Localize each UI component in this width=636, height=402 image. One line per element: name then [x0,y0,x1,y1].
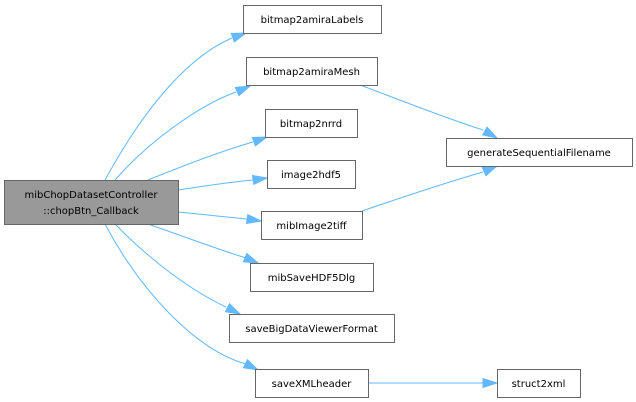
node-box[interactable] [250,263,374,292]
node-struct2xml[interactable]: struct2xml [497,369,581,398]
node-mibImage2tiff[interactable]: mibImage2tiff [261,211,363,240]
node-box[interactable] [267,160,356,189]
arrowhead-icon [234,85,252,97]
node-label: saveBigDataViewerFormat [245,324,378,335]
node-label: bitmap2amiraMesh [263,67,360,78]
edge-root-to-mibSaveHDF5Dlg [147,223,260,264]
node-box[interactable] [246,57,378,86]
edge-root-to-bitmap2amiraLabels [104,32,248,181]
edge-root-to-bitmap2nrrd [147,136,269,181]
arrowhead-icon [242,358,260,371]
node-box[interactable] [243,5,382,34]
edge-root-to-saveBigDataViewerFormat [114,223,242,315]
edge-line [177,179,254,191]
edge-line [147,223,247,259]
edge-line [147,141,254,181]
arrowhead-icon [251,136,269,147]
arrowhead-icon [242,252,260,264]
node-label: saveXMLheader [272,379,353,390]
node-label: bitmap2amiraLabels [261,15,364,26]
edge-root-to-image2hdf5 [177,174,269,191]
edges-layer [104,32,499,389]
node-bitmap2nrrd[interactable]: bitmap2nrrd [265,109,358,138]
node-label: bitmap2nrrd [280,119,342,130]
node-label: generateSequentialFilename [467,148,611,159]
node-label: mibChopDatasetController [24,190,158,201]
node-box[interactable] [255,369,369,398]
edge-saveXMLheader-to-struct2xml [368,377,499,389]
arrowhead-icon [482,377,499,389]
node-box[interactable] [265,109,358,138]
node-label: mibSaveHDF5Dlg [268,273,356,284]
arrowhead-icon [481,165,499,177]
edge-root-to-mibImage2tiff [177,211,263,225]
node-box[interactable] [4,180,179,225]
edge-mibImage2tiff-to-generateSequentialFilename [361,165,499,212]
node-generateSequentialFilename[interactable]: generateSequentialFilename [446,138,633,167]
edge-line [177,211,248,220]
edge-root-to-saveXMLheader [104,223,260,371]
node-saveBigDataViewerFormat[interactable]: saveBigDataViewerFormat [229,314,395,343]
edge-root-to-bitmap2amiraMesh [114,85,252,181]
root-node[interactable]: mibChopDatasetController::chopBtn_Callba… [4,180,179,225]
edge-line [104,223,247,365]
nodes-layer: mibChopDatasetController::chopBtn_Callba… [4,5,633,398]
arrowhead-icon [251,174,269,186]
node-mibSaveHDF5Dlg[interactable]: mibSaveHDF5Dlg [250,263,374,292]
node-box[interactable] [261,211,363,240]
edge-bitmap2amiraMesh-to-generateSequentialFilename [359,84,499,139]
node-label: mibImage2tiff [276,221,347,232]
node-saveXMLheader[interactable]: saveXMLheader [255,369,369,398]
node-box[interactable] [497,369,581,398]
edge-line [104,37,233,181]
arrowhead-icon [481,126,499,139]
node-label: ::chopBtn_Callback [43,206,139,217]
node-image2hdf5[interactable]: image2hdf5 [267,160,356,189]
node-bitmap2amiraMesh[interactable]: bitmap2amiraMesh [246,57,378,86]
arrowhead-icon [224,302,242,315]
node-bitmap2amiraLabels[interactable]: bitmap2amiraLabels [243,5,382,34]
edge-line [114,223,227,308]
edge-line [359,84,484,131]
node-label: struct2xml [512,379,566,390]
edge-line [361,171,484,212]
edge-line [114,91,237,181]
arrowhead-icon [230,32,248,43]
node-label: image2hdf5 [281,170,341,181]
arrowhead-icon [245,213,263,225]
node-box[interactable] [446,138,633,167]
node-box[interactable] [229,314,395,343]
